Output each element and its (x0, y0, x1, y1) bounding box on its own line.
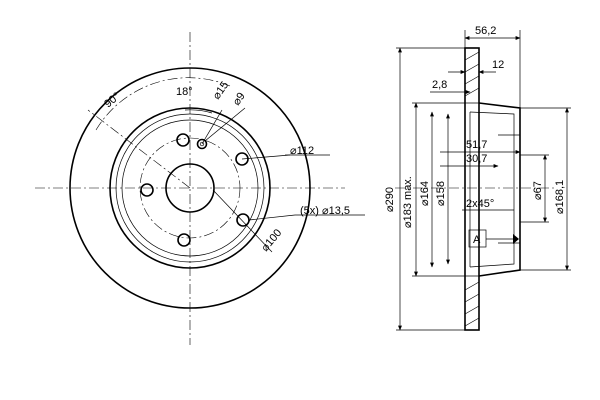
dim-12-label: 12 (492, 59, 504, 71)
hole-9-label: ⌀9 (231, 90, 248, 107)
dia-168-label: ⌀168,1 (554, 180, 566, 214)
chamfer-label: 2x45° (466, 198, 494, 210)
dia-290-label: ⌀290 (384, 187, 396, 212)
small-hole (196, 138, 208, 150)
hat-outline (478, 102, 521, 277)
disc-hatching (464, 51, 480, 327)
outer-disc-circle (69, 67, 311, 309)
dia-67-label: ⌀67 (532, 181, 544, 200)
leader-100 (212, 189, 273, 253)
bolt-hole (140, 183, 154, 197)
angle-18-label: 18° (176, 86, 193, 98)
datum-box (468, 229, 487, 248)
hole-15-label: ⌀15 (211, 79, 232, 101)
center-bore-label: ⌀100 (259, 227, 284, 254)
datum-label: A (473, 234, 481, 246)
leader-holes (248, 214, 296, 221)
leader-9 (204, 107, 246, 142)
bolt-hole (236, 213, 250, 227)
bolt-circle-label: ⌀112 (290, 145, 314, 157)
leader-112 (241, 154, 291, 160)
dia-158-label: ⌀158 (435, 181, 447, 206)
small-hole-inner (199, 141, 205, 147)
bolt-hole (235, 152, 249, 166)
bolt-hole (177, 233, 191, 247)
hat-step-circle (121, 119, 259, 257)
side-view: 56,2 12 2,8 51,7 30,7 2x45° A ⌀290 ⌀183 … (384, 25, 571, 331)
hat-inner-circle (115, 113, 265, 263)
hat-inner-outline (469, 111, 515, 268)
angle-90-label: 90° (102, 90, 122, 110)
dim-56-label: 56,2 (475, 25, 496, 37)
angle-arc-18 (184, 109, 213, 114)
dim-51-7-label: 51,7 (466, 139, 487, 151)
leader-15 (201, 109, 223, 145)
bolt-holes (140, 133, 250, 247)
bolt-holes-label: (5x) ⌀13,5 (300, 205, 350, 217)
front-view: 90° 18° ⌀15 ⌀9 ⌀112 (5x) ⌀13,5 ⌀100 (35, 32, 365, 345)
dia-164-label: ⌀164 (419, 181, 431, 206)
dia-183-label: ⌀183 max. (402, 176, 414, 228)
center-bore-circle (165, 163, 215, 213)
bolt-hole (176, 133, 190, 147)
dim-2-8-label: 2,8 (432, 79, 447, 91)
hat-outer-circle (109, 107, 271, 269)
angle-arc-90 (95, 77, 231, 131)
datum-triangle (513, 234, 519, 244)
angle-ray-left (87, 109, 191, 189)
disc-ring-section (464, 47, 480, 331)
dim-30-7-label: 30,7 (466, 153, 487, 165)
